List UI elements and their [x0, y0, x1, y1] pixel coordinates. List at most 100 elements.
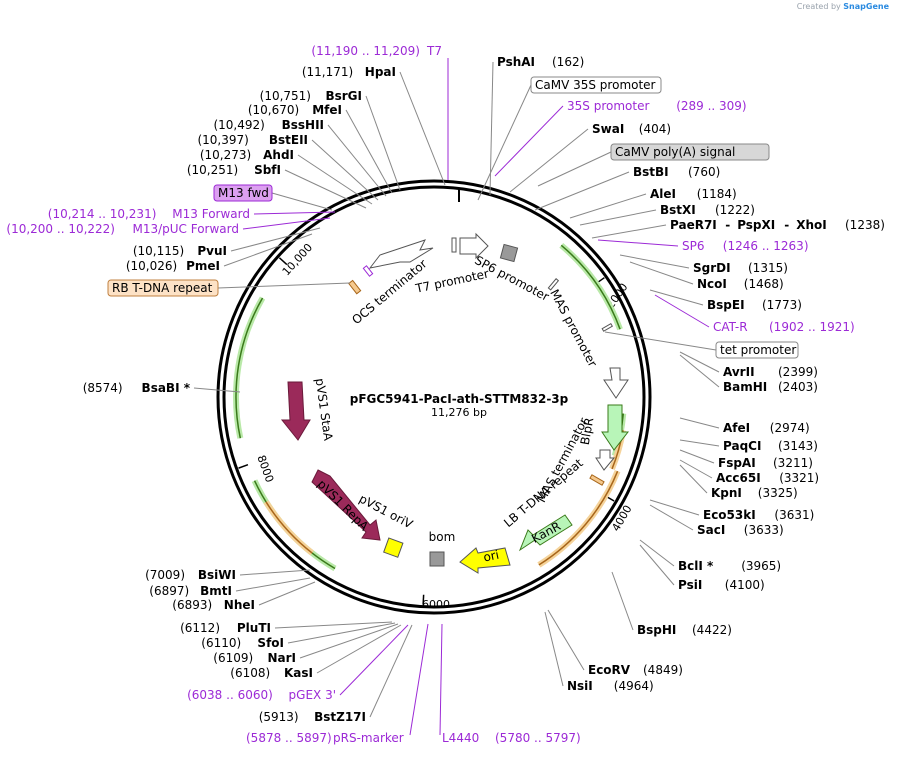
enzyme-name: EcoRV [588, 663, 631, 677]
primer-range: (5780 .. 5797) [495, 731, 581, 745]
enzyme-name: AleI [650, 187, 676, 201]
enzyme-position: (3325) [758, 486, 798, 500]
enzyme-name: PaeR7I [670, 218, 717, 232]
enzyme-name: NarI [267, 651, 296, 665]
enzyme-position: (10,273) [200, 148, 251, 162]
tick-label: 8000 [254, 453, 276, 484]
enzyme-name: BamHI [723, 380, 767, 394]
enzyme-position: (6110) [201, 636, 241, 650]
rb-repeat-mark [348, 279, 362, 295]
primer-range: (5878 .. 5897) [246, 731, 332, 745]
enzyme-position: (6112) [180, 621, 220, 635]
enzyme-name: Acc65I [716, 471, 761, 485]
enzyme-name: PluTI [237, 621, 271, 635]
enzyme-name: HpaI [365, 65, 396, 79]
ori-label: ori [482, 548, 500, 565]
enzyme-position: (1468) [744, 277, 784, 291]
leader-line [537, 151, 612, 187]
enzyme-name: BssHII [282, 118, 324, 132]
site-leader [284, 169, 367, 209]
enzyme-name: Eco53kI [703, 508, 756, 522]
orange-arc [263, 500, 314, 556]
enzyme-position: (2974) [770, 421, 810, 435]
enzyme-position: (8574) [83, 381, 123, 395]
enzyme-position: (3633) [744, 523, 784, 537]
m13-fwd: M13 fwd [218, 186, 269, 200]
site-leader [274, 621, 393, 629]
snapgene-credit: Created by SnapGene [797, 2, 889, 11]
enzyme-name: BstZ17I [314, 710, 366, 724]
enzyme-name: SbfI [254, 163, 281, 177]
enzyme-position: (11,171) [302, 65, 353, 79]
primer-leader [494, 105, 564, 177]
orange-arc-core [611, 430, 624, 470]
lb-repeat-label: LB T-DNA repeat [501, 456, 586, 530]
credit-prefix: Created by [796, 2, 841, 11]
site-leader [509, 128, 589, 193]
primer-range: (289 .. 309) [676, 99, 746, 113]
primer-leader [253, 211, 336, 215]
primer-label: pRS-marker [333, 731, 404, 745]
enzyme-position: (6109) [213, 651, 253, 665]
site-leader [544, 611, 564, 687]
backbone-inner [222, 185, 646, 609]
primer-label: SP6 [682, 239, 705, 253]
bom-label: bom [429, 530, 456, 544]
site-leader [258, 581, 316, 606]
enzyme-name: SgrDI [693, 261, 731, 275]
tick-label: 10,000 [280, 241, 315, 278]
staa-arrow [280, 381, 311, 441]
enzyme-name: BsiWI [198, 568, 236, 582]
enzyme-position: (1184) [697, 187, 737, 201]
enzyme-position: (2403) [778, 380, 818, 394]
primer-range: (10,214 .. 10,231) [48, 207, 157, 221]
site-leader [316, 624, 402, 674]
primer-range: (6038 .. 6060) [187, 688, 273, 702]
enzyme-name: BstXI [660, 203, 696, 217]
enzyme-position: (3965) [741, 559, 781, 573]
site-leader [369, 624, 413, 718]
primer-range: (10,200 .. 10,222) [6, 222, 115, 236]
primer-leader [409, 623, 429, 736]
enzyme-position: (4964) [614, 679, 654, 693]
enzyme-position: (1315) [748, 261, 788, 275]
mas-terminator-arrow [595, 449, 616, 471]
enzyme-name: XhoI [796, 218, 827, 232]
enzyme-name: NsiI [567, 679, 593, 693]
camv-polyA-box [499, 243, 519, 263]
enzyme-position: (3211) [773, 456, 813, 470]
feature-box-14: tet promoter [720, 343, 796, 357]
sp6-mark [547, 278, 560, 291]
site-leader [639, 539, 675, 567]
orange-arc-core [265, 501, 313, 554]
enzyme-name: SacI [697, 523, 725, 537]
site-leader [569, 193, 647, 219]
enzyme-name: KasI [284, 666, 313, 680]
enzyme-name: NcoI [697, 277, 727, 291]
sp6-promoter-arrow [459, 232, 489, 260]
leader-line [217, 282, 351, 289]
primer-leader [242, 217, 331, 230]
leader-line [604, 331, 717, 351]
blpr-label: BlpR [578, 417, 597, 447]
enzyme-name: KpnI [711, 486, 742, 500]
primer-range: (11,190 .. 11,209) [311, 44, 420, 58]
site-leader [223, 233, 313, 267]
enzyme-name: BclI * [678, 559, 714, 573]
enzyme-name: BsrGI [325, 89, 362, 103]
green-arc-core [560, 244, 621, 330]
blpr-arrow [601, 404, 630, 451]
site-leader [235, 577, 311, 592]
enzyme-name: BstEII [269, 133, 308, 147]
enzyme-position: (1238) [845, 218, 885, 232]
enzyme-position: (2399) [778, 365, 818, 379]
tick-mark [238, 464, 249, 469]
enzyme-position: (10,026) [126, 259, 177, 273]
primer-label: T7 [426, 44, 442, 58]
primer-leader [339, 624, 409, 696]
m13-mark [362, 265, 374, 277]
enzyme-sep: - [784, 218, 789, 232]
plasmid-name: pFGC5941-PacI-ath-STTM832-3p [350, 392, 569, 406]
enzyme-position: (162) [552, 55, 584, 69]
